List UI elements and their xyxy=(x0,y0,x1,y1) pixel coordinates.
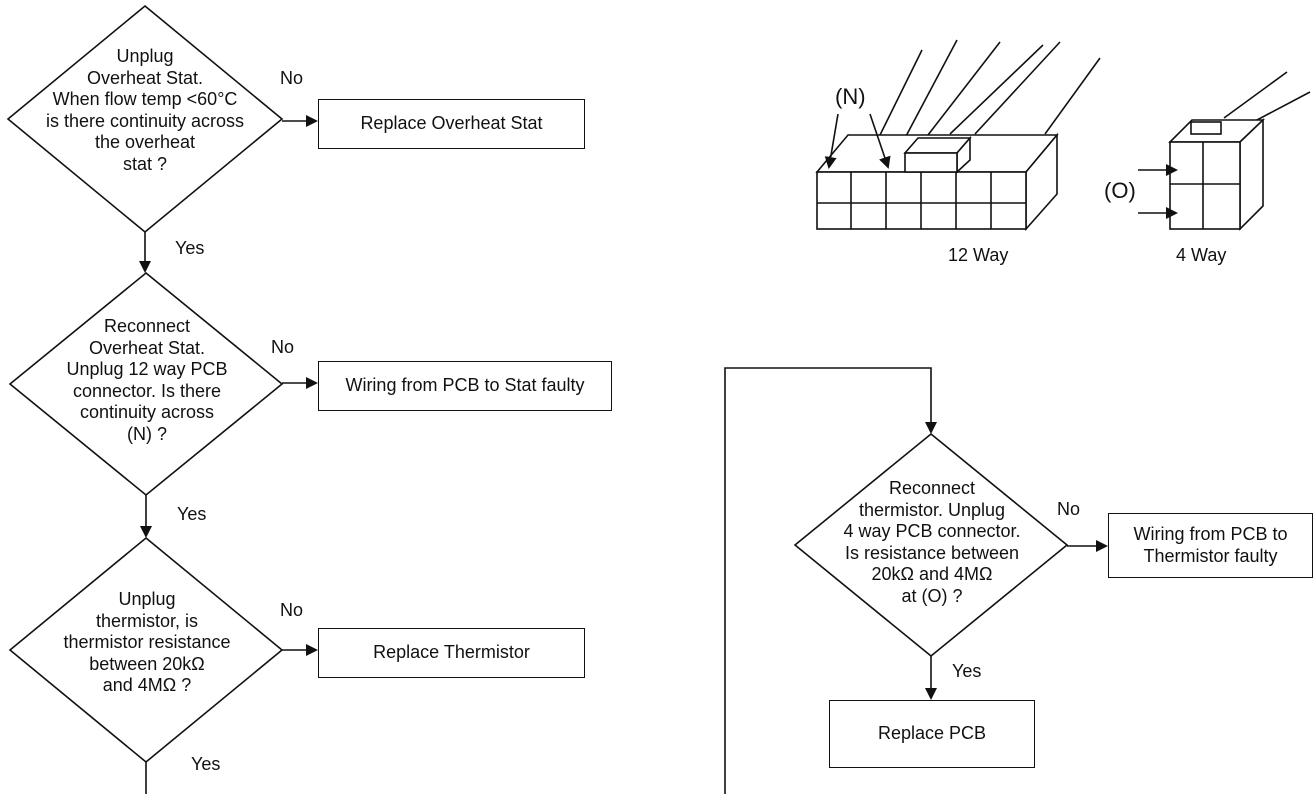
d4-yes-label: Yes xyxy=(952,661,982,681)
decision-2-text: Reconnect Overheat Stat. Unplug 12 way P… xyxy=(66,316,228,444)
action-wiring-pcb-stat: Wiring from PCB to Stat faulty xyxy=(318,361,612,411)
action-replace-overheat-stat: Replace Overheat Stat xyxy=(318,99,585,149)
d3-yes-label: Yes xyxy=(191,754,221,774)
d3-no-label: No xyxy=(280,600,304,620)
d1-yes-label: Yes xyxy=(175,238,205,258)
four-way-label: 4 Way xyxy=(1176,245,1227,265)
decision-1-text: Unplug Overheat Stat. When flow temp <60… xyxy=(45,46,245,174)
action-wiring-pcb-thermistor: Wiring from PCB to Thermistor faulty xyxy=(1108,513,1313,578)
d4-no-label: No xyxy=(1057,499,1081,519)
d2-no-label: No xyxy=(271,337,295,357)
decision-3-text: Unplug thermistor, is thermistor resista… xyxy=(63,589,231,695)
four-way-connector xyxy=(1168,71,1311,231)
decision-4-text: Reconnect thermistor. Unplug 4 way PCB c… xyxy=(843,478,1021,606)
arrow-n-2 xyxy=(869,113,891,169)
point-n-label: (N) xyxy=(835,84,866,109)
twelve-way-connector xyxy=(815,39,1101,232)
loop-line xyxy=(724,367,937,794)
action-replace-thermistor: Replace Thermistor xyxy=(318,628,585,678)
point-o-label: (O) xyxy=(1104,178,1136,203)
action-replace-pcb: Replace PCB xyxy=(829,700,1035,768)
d1-no-label: No xyxy=(280,68,304,88)
twelve-way-label: 12 Way xyxy=(948,245,1009,265)
d2-yes-label: Yes xyxy=(177,504,207,524)
arrow-n-1 xyxy=(824,113,839,169)
